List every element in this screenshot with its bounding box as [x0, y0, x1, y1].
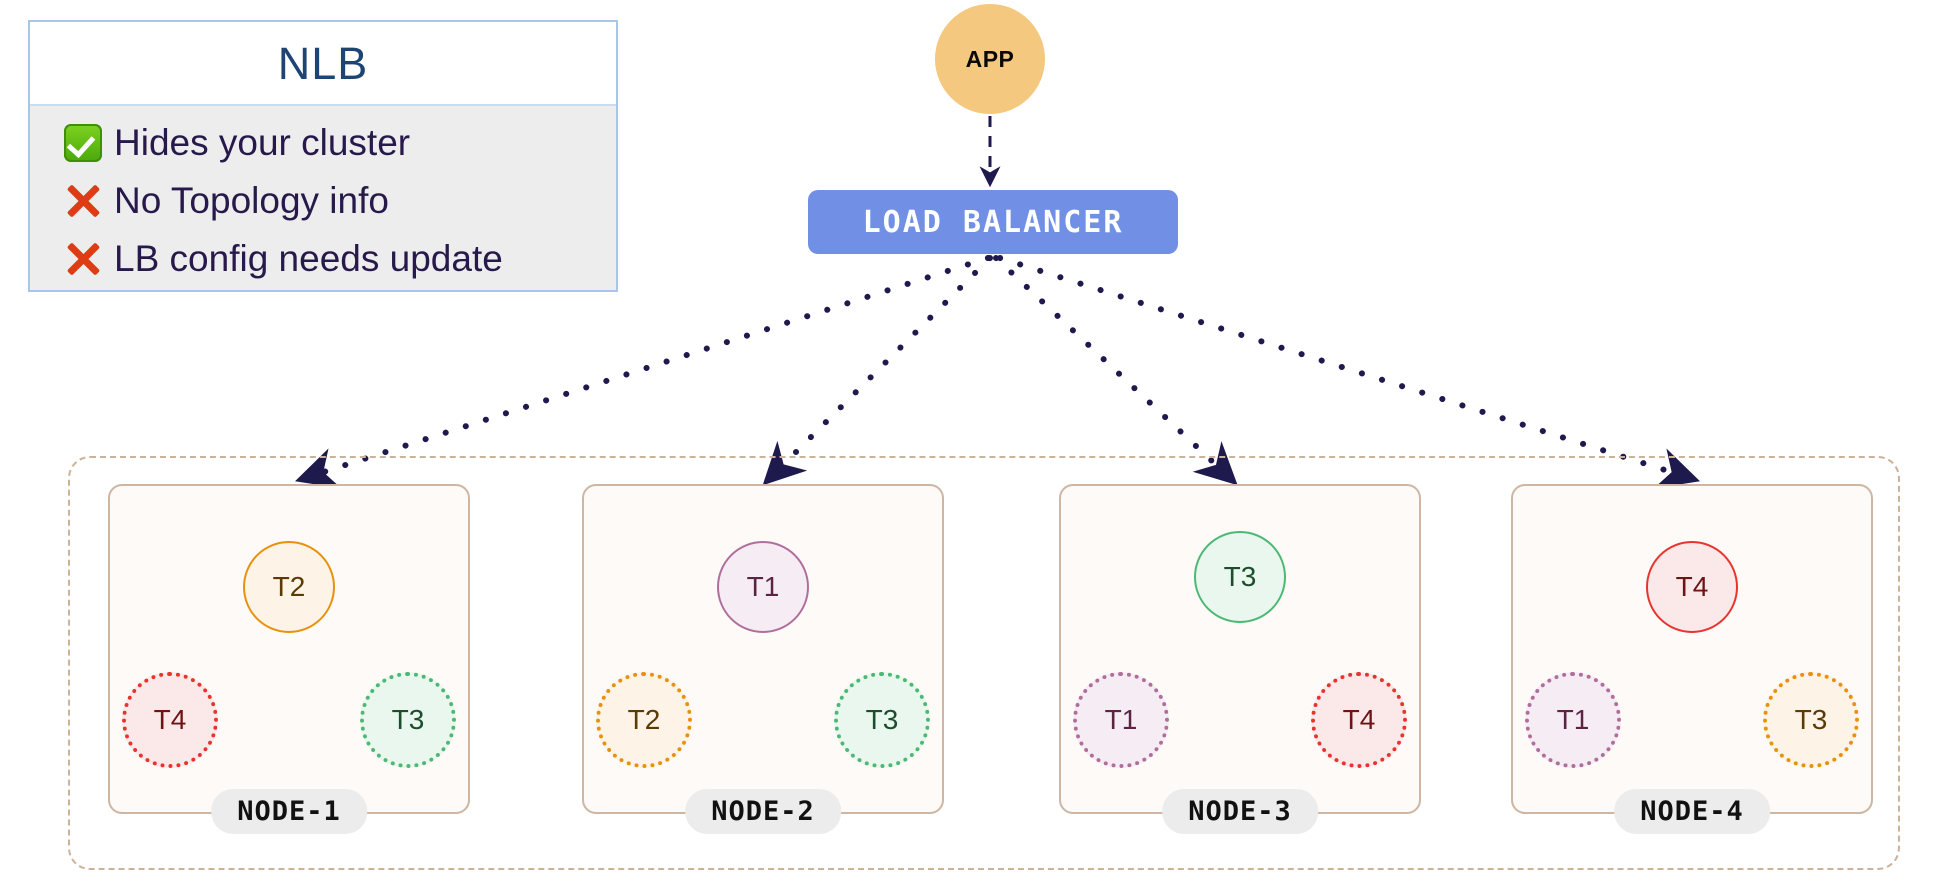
pod-active[interactable]: T1 — [717, 541, 809, 633]
node-label: NODE-4 — [1614, 789, 1770, 834]
legend-item-no-topology: No Topology info — [52, 172, 616, 230]
cross-icon — [52, 182, 114, 220]
legend-item-hides-cluster: Hides your cluster — [52, 114, 616, 172]
app-node[interactable]: APP — [935, 4, 1045, 114]
pod-ghost[interactable]: T3 — [360, 672, 456, 768]
pod-ghost[interactable]: T3 — [834, 672, 930, 768]
pod-ghost[interactable]: T3 — [1763, 672, 1859, 768]
node-label: NODE-1 — [211, 789, 367, 834]
legend-item-lb-config: LB config needs update — [52, 230, 616, 288]
node-label: NODE-3 — [1162, 789, 1318, 834]
legend-item-label: LB config needs update — [114, 238, 503, 279]
legend-item-label: No Topology info — [114, 180, 389, 221]
cluster-boundary — [68, 456, 1900, 870]
node-box-1[interactable]: T2 T4 T3 NODE-1 — [108, 484, 470, 834]
check-icon — [52, 124, 114, 162]
pod-ghost[interactable]: T1 — [1073, 672, 1169, 768]
node-label: NODE-2 — [685, 789, 841, 834]
nlb-title: NLB — [277, 37, 369, 89]
pod-ghost[interactable]: T1 — [1525, 672, 1621, 768]
edge-lb-to-node-2 — [762, 255, 993, 486]
pod-ghost[interactable]: T4 — [1311, 672, 1407, 768]
app-label: APP — [965, 45, 1015, 72]
nlb-legend-list: Hides your cluster No Topology info LB c… — [30, 106, 616, 288]
pod-active[interactable]: T4 — [1646, 541, 1738, 633]
node-box-3[interactable]: T3 T1 T4 NODE-3 — [1059, 484, 1421, 834]
cross-icon — [52, 240, 114, 278]
pod-active[interactable]: T2 — [243, 541, 335, 633]
load-balancer-node[interactable]: LOAD BALANCER — [808, 190, 1178, 254]
nlb-legend-box: NLB Hides your cluster No Topology info … — [28, 20, 618, 292]
node-box-2[interactable]: T1 T2 T3 NODE-2 — [582, 484, 944, 834]
nlb-legend-header: NLB — [30, 22, 616, 106]
legend-item-label: Hides your cluster — [114, 122, 411, 163]
pod-active[interactable]: T3 — [1194, 531, 1286, 623]
load-balancer-label: LOAD BALANCER — [862, 204, 1124, 240]
pod-ghost[interactable]: T4 — [122, 672, 218, 768]
node-box-4[interactable]: T4 T1 T3 NODE-4 — [1511, 484, 1873, 834]
edge-lb-to-node-3 — [993, 255, 1238, 486]
edge-lb-to-node-4 — [997, 255, 1701, 489]
pod-ghost[interactable]: T2 — [596, 672, 692, 768]
